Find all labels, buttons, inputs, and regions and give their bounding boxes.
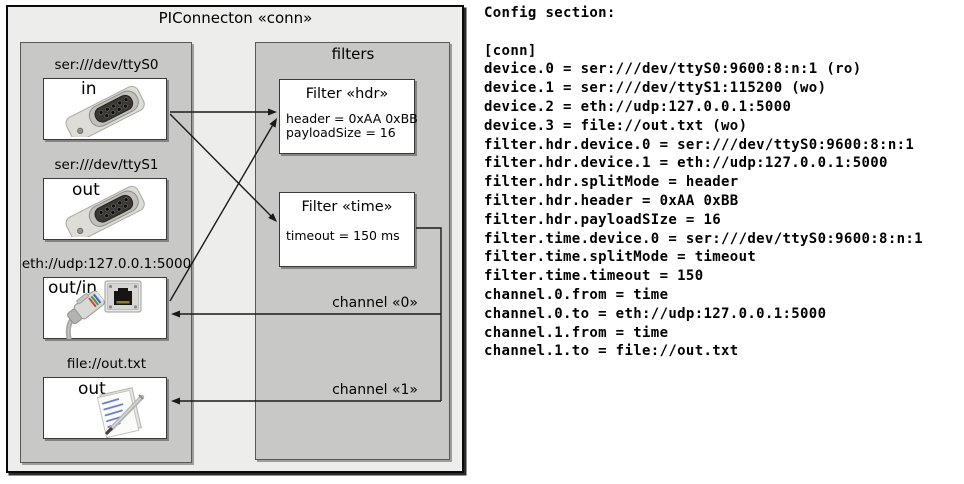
config-line: device.0 = ser:///dev/ttyS0:9600:8:n:1 (… [484,61,862,78]
filter-time-title: Filter «time» [301,199,393,215]
device-file-label: file://out.txt [66,356,147,372]
diagram-title: PIConnecton «conn» [158,9,313,27]
serial-connector-icon [65,185,145,237]
ethernet-cable-icon [65,291,105,339]
config-line: channel.0.to = eth://udp:127.0.0.1:5000 [484,305,827,322]
config-heading: Config section: [484,5,616,21]
config-line: device.1 = ser:///dev/ttyS1:115200 (wo) [484,80,827,97]
filter-time-box: Filter «time» timeout = 150 ms [279,192,415,267]
filter-hdr-title: Filter «hdr» [305,86,389,102]
filter-time-param: timeout = 150 ms [286,228,400,243]
config-line: filter.time.device.0 = ser:///dev/ttyS0:… [484,230,923,247]
config-line: [conn] [484,42,537,59]
config-line: device.2 = eth://udp:127.0.0.1:5000 [484,98,792,115]
config-line: filter.hdr.header = 0xAA 0xBB [484,192,739,209]
device-eth-box: out/in [43,277,167,339]
config-section: Config section: [conn] device.0 = ser://… [484,4,923,361]
device-eth-direction: out/in [48,278,98,298]
device-eth-label: eth://udp:127.0.0.1:5000 [21,256,192,272]
device-file-direction: out [78,379,106,399]
ethernet-jack-icon [104,280,142,313]
config-line: channel.0.from = time [484,286,669,303]
filter-hdr-param: header = 0xAA 0xBB [286,111,418,126]
device-ttyS1-box: out [43,178,167,240]
config-line: filter.time.timeout = 150 [484,268,704,285]
filters-panel-title: filters [331,45,375,63]
filter-hdr-param: payloadSize = 16 [286,125,396,140]
config-line: channel.1.from = time [484,324,669,341]
channel-0-label: channel «0» [332,295,418,311]
config-line: filter.hdr.payloadSIze = 16 [484,211,722,228]
notepad-icon [96,387,145,438]
device-ttyS1-label: ser:///dev/ttyS1 [54,157,159,173]
config-line: channel.1.to = file://out.txt [484,343,739,360]
device-file-box: out [43,377,167,439]
device-ttyS0-label: ser:///dev/ttyS0 [54,57,159,73]
config-line: filter.hdr.device.0 = ser:///dev/ttyS0:9… [484,136,915,153]
device-ttyS0-direction: in [81,79,97,99]
device-ttyS1-direction: out [72,180,100,200]
config-line: filter.hdr.device.1 = eth://udp:127.0.0.… [484,155,888,172]
config-line: device.3 = file://out.txt (wo) [484,117,748,134]
config-line: filter.hdr.splitMode = header [484,174,739,191]
device-ttyS0-box: in [43,78,167,140]
config-line: filter.time.splitMode = timeout [484,249,757,266]
channel-1-label: channel «1» [332,382,418,398]
serial-connector-icon [65,85,145,137]
config-blank-line [484,23,923,42]
filter-hdr-box: Filter «hdr» header = 0xAA 0xBB payloadS… [279,79,418,154]
